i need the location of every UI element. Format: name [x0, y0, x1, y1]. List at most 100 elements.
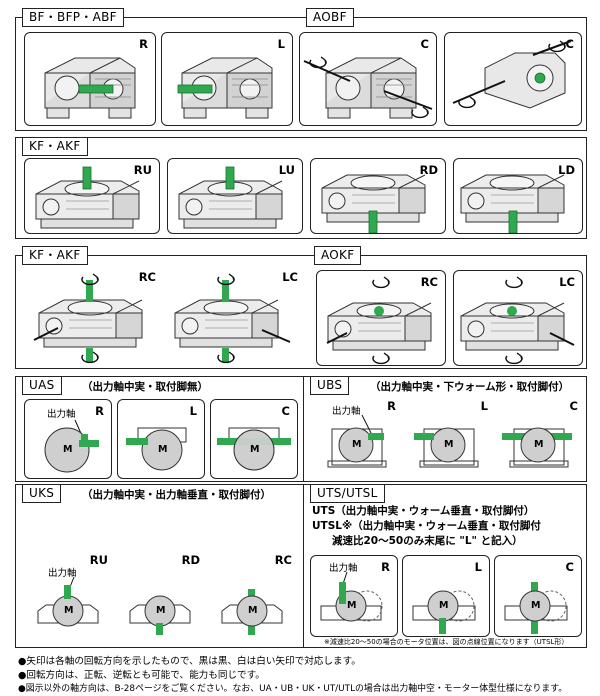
- diagram-bf-r: R: [24, 32, 156, 126]
- section-desc-uas: （出力軸中実・取付脚無）: [82, 381, 208, 393]
- gearbox-illustration: [178, 166, 283, 229]
- direction-label: L: [480, 399, 488, 413]
- direction-label: RC: [274, 553, 292, 567]
- direction-label: L: [474, 560, 482, 574]
- uts-desc-line3: 減速比20～50のみ末尾に "L" と記入）: [332, 535, 523, 547]
- direction-label: LC: [282, 270, 298, 284]
- diagram-kf-rc: RC: [24, 270, 158, 364]
- uts-desc-line1: UTS（出力軸中実・ウォーム垂直・取付脚付）: [312, 505, 535, 517]
- direction-label: RU: [89, 553, 108, 567]
- direction-label: LD: [558, 163, 575, 177]
- motor-diagram: [44, 419, 99, 473]
- direction-label: R: [95, 404, 104, 418]
- motor-letter: M: [158, 444, 168, 455]
- gearbox-illustration: [321, 174, 426, 233]
- motor-diagram: [221, 589, 283, 635]
- gearbox-illustration: [33, 273, 143, 364]
- section-bf-aobf: BF・BFP・ABF AOBF R L C C: [15, 8, 587, 131]
- diagram-kf-rd: RD: [310, 158, 446, 234]
- direction-label: L: [277, 37, 285, 51]
- section-tag-uas: UAS: [22, 376, 62, 395]
- direction-label: LU: [278, 163, 295, 177]
- direction-label: C: [281, 404, 290, 418]
- motor-diagram: [217, 427, 291, 471]
- section-desc-ubs: （出力軸中実・下ウォーム形・取付脚付）: [370, 381, 570, 393]
- diagram-kf-ld: LD: [453, 158, 583, 234]
- motor-diagram: [129, 595, 191, 635]
- direction-label: RC: [138, 270, 156, 284]
- section-kf-c-aokf: KF・AKF AOKF RC LC RC: [15, 246, 587, 369]
- diagram-kf-ru: RU: [24, 158, 160, 234]
- gearbox-illustration: [44, 57, 136, 119]
- gearbox-illustration: [174, 273, 291, 364]
- motor-diagram: [320, 571, 383, 622]
- footnote-2: ●回転方向は、正転、逆転とも可能で、能力も同じです。: [18, 670, 265, 681]
- direction-label: C: [565, 37, 574, 51]
- diagram-bf-l: L: [161, 32, 293, 126]
- diagram-uas-r: R 出力軸 M: [24, 399, 112, 479]
- diagram-uts-r: R 出力軸 M: [310, 555, 398, 637]
- gearbox-illustration: [326, 276, 432, 365]
- direction-label: C: [569, 399, 578, 413]
- gearbox-illustration: [177, 57, 273, 119]
- output-shaft-label: 出力軸: [47, 409, 76, 420]
- section-tag-uts: UTS/UTSL: [310, 484, 385, 503]
- direction-label: C: [565, 560, 574, 574]
- diagram-uks-rd: RD M: [116, 553, 202, 637]
- output-shaft-label: 出力軸: [329, 563, 358, 574]
- motor-letter: M: [534, 439, 544, 450]
- direction-label: C: [420, 37, 429, 51]
- motor-letter: M: [347, 600, 357, 611]
- direction-label: RD: [419, 163, 438, 177]
- section-uks: UKS （出力軸中実・出力軸垂直・取付脚付） RU 出力軸 M RD M RC …: [15, 484, 304, 648]
- section-desc-uks: （出力軸中実・出力軸垂直・取付脚付）: [82, 489, 271, 501]
- section-kf-ud: KF・AKF RU LU RD LD: [15, 137, 587, 239]
- diagram-aobf-c2: C: [444, 32, 582, 126]
- motor-diagram: [504, 582, 568, 634]
- direction-label: RD: [181, 553, 200, 567]
- section-ubs: UBS （出力軸中実・下ウォーム形・取付脚付） R 出力軸 M L M C: [303, 376, 587, 482]
- direction-label: RU: [133, 163, 152, 177]
- motor-diagram: [37, 576, 99, 627]
- output-shaft-label: 出力軸: [332, 406, 361, 417]
- footnote-1: ●矢印は各軸の回転方向を示したもので、黒は黒、白は白い矢印で対応します。: [18, 656, 361, 667]
- direction-label: LC: [559, 275, 575, 289]
- motor-letter: M: [444, 439, 454, 450]
- section-tag-bf: BF・BFP・ABF: [22, 8, 124, 27]
- gearbox-illustration: [35, 166, 140, 229]
- section-tag-aokf: AOKF: [314, 246, 362, 265]
- diagram-uas-l: L M: [117, 399, 205, 479]
- diagram-kf-lu: LU: [167, 158, 303, 234]
- motor-letter: M: [439, 600, 449, 611]
- section-uas: UAS （出力軸中実・取付脚無） R 出力軸 M L M C M: [15, 376, 304, 482]
- gearbox-illustration: [303, 56, 433, 119]
- diagram-uts-c: C M: [494, 555, 582, 637]
- diagram-aokf-rc: RC: [316, 270, 446, 366]
- diagram-uks-ru: RU 出力軸 M: [24, 553, 110, 637]
- motor-letter: M: [531, 600, 541, 611]
- motor-letter: M: [250, 444, 260, 455]
- motor-letter: M: [156, 605, 166, 616]
- section-tag-kf: KF・AKF: [22, 137, 88, 156]
- section-tag-uks: UKS: [22, 484, 62, 503]
- direction-label: R: [139, 37, 148, 51]
- diagram-uks-rc: RC M: [208, 553, 294, 637]
- motor-diagram: [327, 414, 387, 468]
- direction-label: R: [381, 560, 390, 574]
- diagram-aobf-c1: C: [299, 32, 437, 126]
- section-tag-kf2: KF・AKF: [22, 246, 88, 265]
- gearbox-illustration: [460, 276, 575, 365]
- diagram-aokf-lc: LC: [453, 270, 583, 366]
- output-shaft-label: 出力軸: [48, 568, 77, 579]
- diagram-kf-lc: LC: [166, 270, 300, 364]
- section-uts: UTS/UTSL UTS（出力軸中実・ウォーム垂直・取付脚付） UTSL※（出力…: [303, 484, 587, 648]
- gearbox-illustration: [460, 174, 565, 233]
- direction-label: RC: [420, 275, 438, 289]
- motor-diagram: [126, 427, 187, 471]
- footnote-3: ●図示以外の軸方向は、B-28ページをご覧ください。なお、UA・UB・UK・UT…: [18, 684, 568, 694]
- motor-diagram: [412, 590, 476, 634]
- motor-letter: M: [352, 439, 362, 450]
- motor-letter: M: [63, 444, 73, 455]
- diagram-uts-l: L M: [402, 555, 490, 637]
- diagram-ubs-r: R 出力軸 M: [312, 399, 398, 477]
